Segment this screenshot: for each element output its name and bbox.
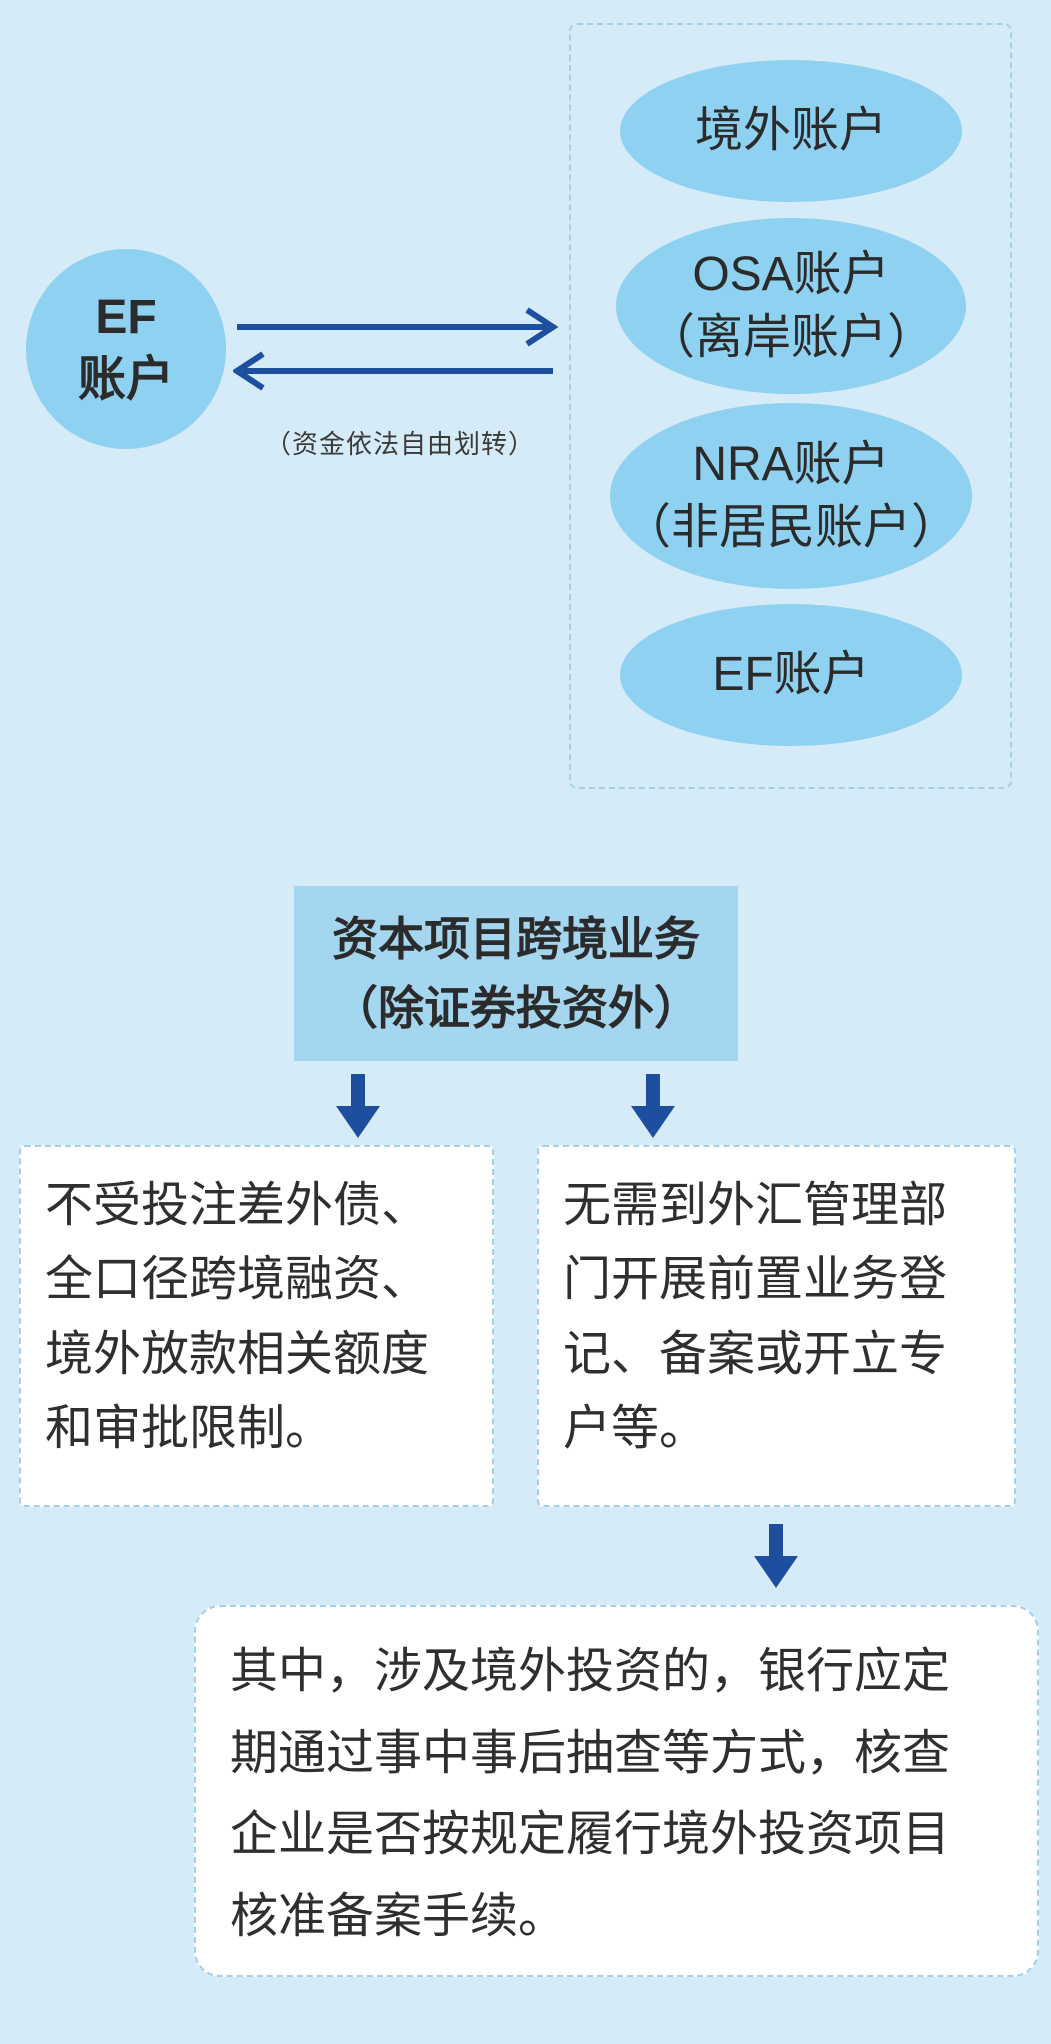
capital-title-line2: （除证券投资外） bbox=[332, 981, 700, 1034]
note-line: 其中，涉及境外投资的，银行应定 bbox=[230, 1645, 951, 1698]
down-arrow-right-icon bbox=[631, 1074, 675, 1138]
capital-title-box: 资本项目跨境业务 （除证券投资外） bbox=[294, 886, 738, 1061]
account-sublabel: （非居民账户） bbox=[622, 501, 959, 554]
ef-account-circle: EF 账户 bbox=[26, 249, 226, 449]
note-line: 境外放款相关额度 bbox=[45, 1327, 430, 1381]
account-ellipse-ef: EF账户 bbox=[620, 604, 962, 746]
account-label: EF账户 bbox=[712, 648, 870, 702]
note-line: 全口径跨境融资、 bbox=[45, 1253, 430, 1307]
down-arrow-left-icon bbox=[336, 1074, 380, 1138]
note-line: 记、备案或开立专 bbox=[563, 1327, 948, 1381]
ef-account-line2: 账户 bbox=[77, 353, 174, 406]
note-line: 期通过事中事后抽查等方式，核查 bbox=[230, 1726, 951, 1780]
note-box-right: 无需到外汇管理部 门开展前置业务登 记、备案或开立专 户等。 bbox=[537, 1145, 1016, 1507]
bidirectional-transfer-arrows bbox=[233, 307, 559, 391]
account-ellipse-nra: NRA账户 （非居民账户） bbox=[610, 403, 972, 589]
note-line: 门开展前置业务登 bbox=[563, 1253, 948, 1307]
account-label: 境外账户 bbox=[694, 104, 887, 158]
note-line: 不受投注差外债、 bbox=[45, 1179, 430, 1232]
account-ellipse-osa: OSA账户 （离岸账户） bbox=[616, 218, 966, 394]
note-line: 和审批限制。 bbox=[45, 1402, 334, 1456]
note-box-left: 不受投注差外债、 全口径跨境融资、 境外放款相关额度 和审批限制。 bbox=[19, 1145, 494, 1507]
arrow-right-icon bbox=[237, 307, 559, 347]
arrow-left-icon bbox=[233, 351, 553, 391]
transfer-note-label: （资金依法自由划转） bbox=[264, 429, 535, 459]
down-arrow-bottom-icon bbox=[754, 1524, 798, 1588]
note-box-bottom: 其中，涉及境外投资的，银行应定 期通过事中事后抽查等方式，核查 企业是否按规定履… bbox=[194, 1605, 1039, 1977]
account-sublabel: （离岸账户） bbox=[646, 311, 935, 364]
capital-title-line1: 资本项目跨境业务 bbox=[332, 912, 700, 965]
note-line: 无需到外汇管理部 bbox=[563, 1179, 948, 1232]
ef-account-line1: EF bbox=[95, 290, 157, 344]
account-label: NRA账户 bbox=[692, 437, 890, 491]
account-ellipse-overseas: 境外账户 bbox=[620, 60, 962, 202]
note-line: 核准备案手续。 bbox=[230, 1889, 567, 1943]
note-line: 户等。 bbox=[563, 1402, 708, 1456]
accounts-group-box: 境外账户 OSA账户 （离岸账户） NRA账户 （非居民账户） EF账户 bbox=[569, 23, 1012, 789]
account-label: OSA账户 bbox=[692, 247, 890, 301]
note-line: 企业是否按规定履行境外投资项目 bbox=[230, 1808, 951, 1862]
